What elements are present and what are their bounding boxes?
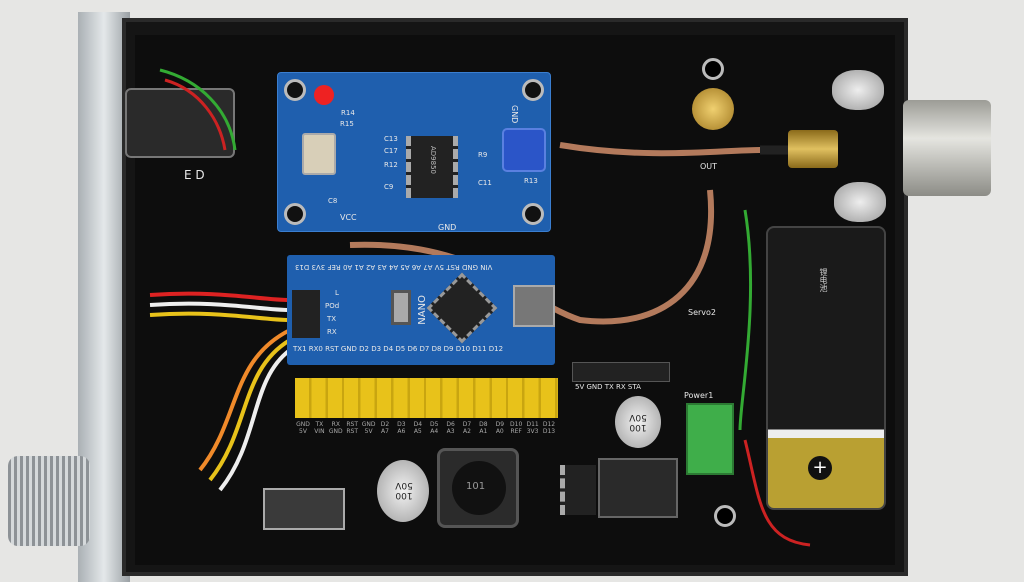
power-label: Power1 [684,391,714,400]
header-label: D3 A6 [397,421,406,435]
header-label: D11 3V3 [526,421,539,435]
label-c11: C11 [478,179,492,187]
dds-module: AD9850 R14 R15 C13 C17 R12 C9 R9 C11 R13… [277,72,551,232]
mount-hole [714,505,736,527]
led-label-pod: POd [325,302,340,310]
led-label-tx: TX [327,315,337,323]
header-label: D12 D13 [542,421,556,435]
header-label: D7 A2 [462,421,472,435]
led-label-l: L [335,289,339,297]
reset-button[interactable] [391,290,411,325]
label-c17: C17 [384,147,398,155]
nut-top [832,70,884,110]
header-label: D6 A3 [446,421,455,435]
label-c8: C8 [328,197,338,205]
header-label: GND 5V [296,421,310,435]
usb-port[interactable] [513,285,555,327]
tuning-knob[interactable] [8,456,90,546]
atmega-chip [426,272,498,344]
label-c9: C9 [384,183,394,191]
label-r12: R12 [384,161,398,169]
ic-chip [560,465,596,515]
header-label: D8 A1 [479,421,488,435]
arduino-nano: VIN GND RST 5V A7 A6 A5 A4 A3 A2 A1 A0 R… [287,255,555,365]
led-red [314,85,334,105]
inductor: 101 [437,448,519,528]
so239-connector [903,100,991,196]
label-r13: R13 [524,177,538,185]
serial-labels: 5V GND TX RX STA [575,383,641,391]
label-c13: C13 [384,135,398,143]
header-label: D5 A4 [429,421,439,435]
battery-9v: 锂电池 + [766,226,886,510]
crystal-oscillator [302,133,336,175]
header-label: TX VIN [314,421,325,435]
screw-terminal [686,403,734,475]
mount-hole [702,58,724,80]
servo-label: Servo2 [688,308,717,317]
plus-icon: + [808,456,832,480]
pin-header [295,378,558,418]
power-switch[interactable] [263,488,345,530]
header-label: GND 5V [361,421,376,435]
header-label: D10 REF [510,421,523,435]
label-r15: R15 [340,120,354,128]
header-label: D9 A0 [495,421,505,435]
sma-connector [692,88,734,130]
led-label-rx: RX [327,328,337,336]
nut-bottom [834,182,886,222]
label-r9: R9 [478,151,488,159]
header-label: D4 A5 [413,421,423,435]
jack-labels: E D [184,168,205,182]
icsp-header [292,290,320,338]
label-r14: R14 [341,109,355,117]
header-label: RX GND [328,421,343,435]
coax-connector [788,130,838,168]
capacitor-2: 100 50V [615,396,661,448]
capacitor-1: 100 50V [377,460,429,522]
ad9850-chip: AD9850 [406,136,458,198]
potentiometer [502,128,546,172]
header-label: D2 A7 [380,421,390,435]
out-label: OUT [700,162,718,171]
voltage-regulator [598,458,678,518]
header-label: RST RST [346,421,359,435]
serial-header [572,362,670,382]
